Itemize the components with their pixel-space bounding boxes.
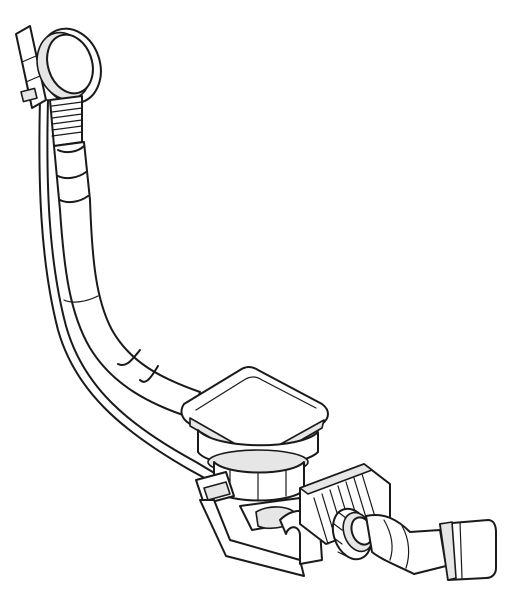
bowden-cable <box>38 99 217 483</box>
corrugated-overflow-hose <box>49 95 83 147</box>
square-plug-cap <box>180 366 329 462</box>
outlet-end-sleeve <box>439 519 497 581</box>
outlet-elbow-pipe <box>365 514 447 575</box>
cable-clip <box>195 471 235 505</box>
overflow-connector-tube <box>15 25 47 109</box>
overflow-pipe <box>53 141 201 419</box>
overflow-cap <box>36 27 102 105</box>
